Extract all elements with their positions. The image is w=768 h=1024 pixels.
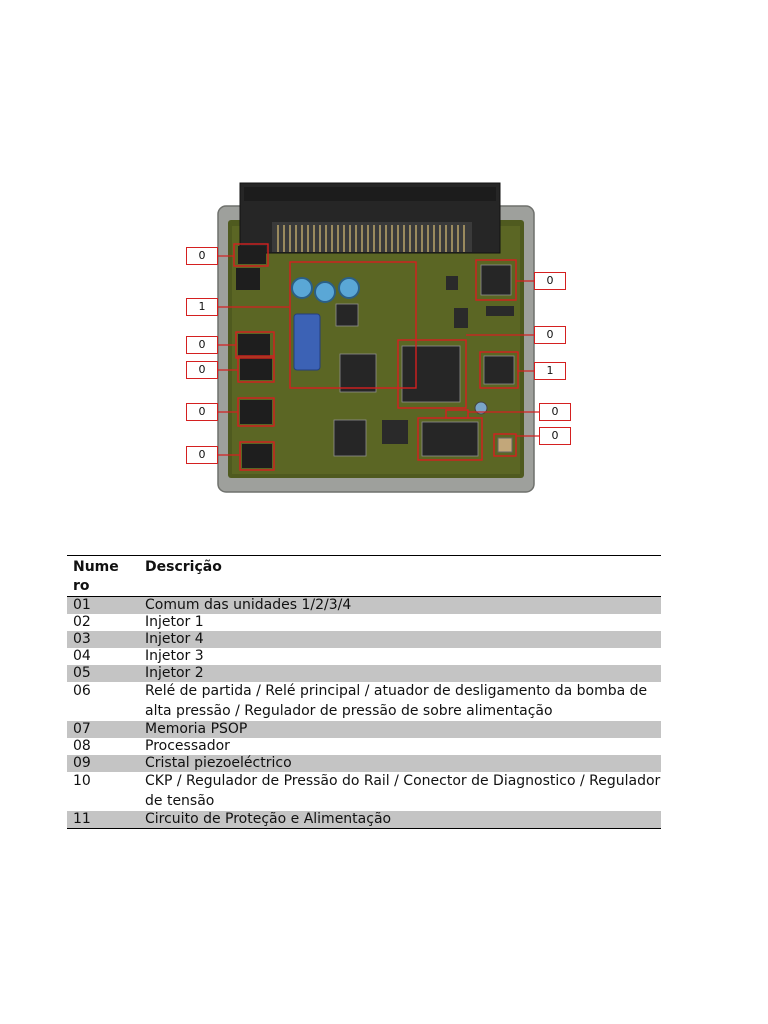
row-number: 04 — [73, 648, 91, 664]
row-number: 05 — [67, 665, 139, 682]
row-description: Processador — [145, 738, 230, 754]
table-row: 11 Circuito de Proteção e Alimentação — [67, 811, 661, 829]
table-row: 03 Injetor 4 — [67, 631, 661, 648]
row-number: 06 — [73, 683, 91, 699]
table-row: 06 Relé de partida / Relé principal / at… — [67, 682, 661, 721]
row-description: Injetor 2 — [139, 665, 661, 682]
table-row: 05 Injetor 2 — [67, 665, 661, 682]
column-header-number: Nume ro — [67, 555, 139, 597]
callout-label: 0 — [186, 336, 218, 354]
table-row: 04 Injetor 3 — [67, 648, 661, 665]
row-number: 11 — [67, 811, 139, 829]
table-row: 02 Injetor 1 — [67, 614, 661, 631]
callout-label: 0 — [534, 326, 566, 344]
callout-label: 0 — [539, 403, 571, 421]
row-number: 01 — [67, 596, 139, 614]
column-header-description: Descrição — [139, 555, 661, 597]
ecu-board-photo — [217, 182, 539, 493]
row-number: 07 — [67, 721, 139, 738]
table-row: 10 CKP / Regulador de Pressão do Rail / … — [67, 772, 661, 811]
callout-label: 0 — [534, 272, 566, 290]
row-number: 03 — [67, 631, 139, 648]
row-description: Cristal piezoeléctrico — [139, 755, 661, 772]
row-description: Memoria PSOP — [139, 721, 661, 738]
row-description: Injetor 3 — [145, 648, 204, 664]
callout-label: 0 — [539, 427, 571, 445]
row-description: Injetor 1 — [145, 614, 204, 630]
row-description: CKP / Regulador de Pressão do Rail / Con… — [145, 773, 661, 809]
table-row: 07 Memoria PSOP — [67, 721, 661, 738]
table-header-row: Nume ro Descrição — [67, 555, 661, 597]
row-number: 08 — [73, 738, 91, 754]
table-row: 08 Processador — [67, 738, 661, 755]
ecu-board-figure: 0 1 0 0 0 0 0 0 1 0 0 — [186, 182, 571, 493]
callout-label: 0 — [186, 247, 218, 265]
row-description: Injetor 4 — [139, 631, 661, 648]
row-description: Circuito de Proteção e Alimentação — [139, 811, 661, 829]
table-row: 01 Comum das unidades 1/2/3/4 — [67, 596, 661, 614]
callout-label: 0 — [186, 403, 218, 421]
row-description: Comum das unidades 1/2/3/4 — [139, 596, 661, 614]
row-number: 10 — [73, 773, 91, 789]
callout-label: 1 — [186, 298, 218, 316]
parts-table: Nume ro Descrição 01 Comum das unidades … — [67, 555, 661, 829]
callout-label: 0 — [186, 361, 218, 379]
table-row: 09 Cristal piezoeléctrico — [67, 755, 661, 772]
callout-label: 0 — [186, 446, 218, 464]
row-number: 09 — [67, 755, 139, 772]
row-number: 02 — [73, 614, 91, 630]
callout-label: 1 — [534, 362, 566, 380]
row-description: Relé de partida / Relé principal / atuad… — [145, 683, 648, 719]
